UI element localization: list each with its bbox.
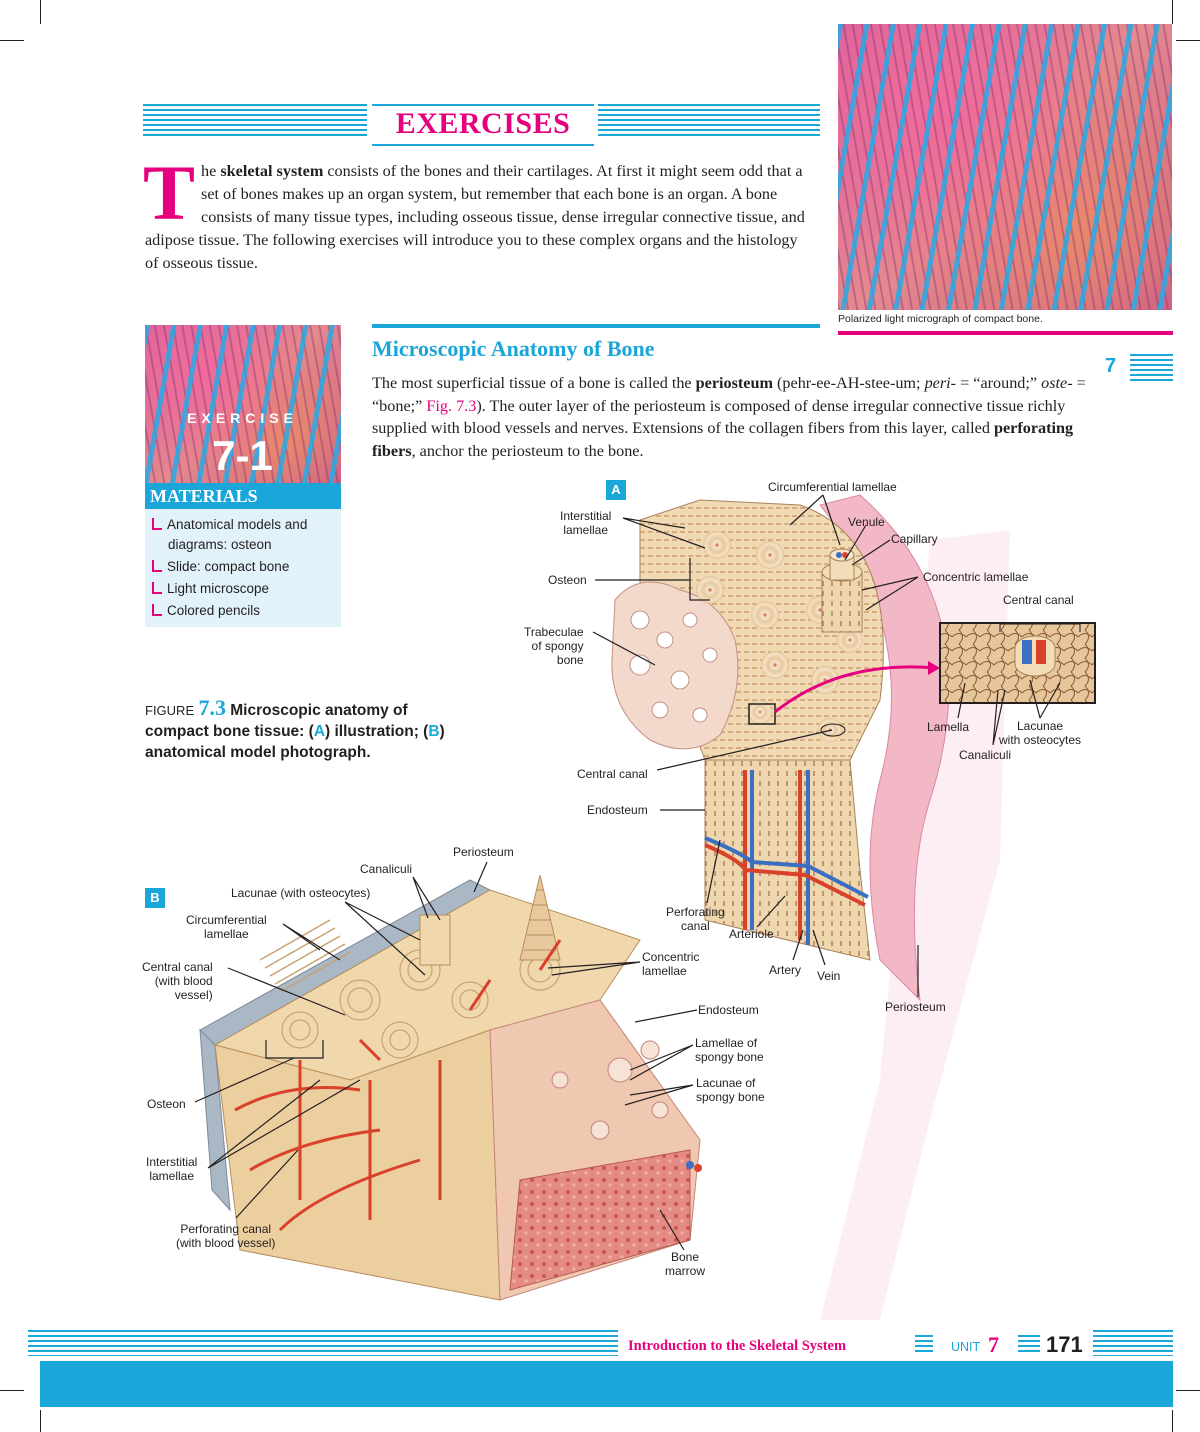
label-lamella: Lamella — [927, 720, 970, 734]
label-concentric-b: Concentric lamellae — [642, 950, 700, 978]
label-periosteum-a: Periosteum — [885, 1000, 946, 1014]
footer-rules-right — [1093, 1330, 1173, 1356]
label-lacunae-spongy: Lacunae of spongy bone — [696, 1076, 765, 1104]
label-trabeculae: Trabeculae of spongy bone — [524, 625, 584, 667]
crop-mark — [1172, 1410, 1173, 1432]
label-interstitial-b: Interstitial lamellae — [146, 1155, 198, 1183]
panel-a-badge: A — [606, 480, 626, 500]
exercise-number: 7-1 — [212, 432, 273, 479]
label-central-canal-b: Central canal (with blood vessel) — [142, 960, 213, 1002]
label-lamellae-spongy: Lamellae of spongy bone — [695, 1036, 764, 1064]
crop-mark — [40, 0, 41, 24]
micrograph-image — [838, 24, 1172, 310]
label-osteon-b: Osteon — [147, 1097, 186, 1111]
page-title: EXERCISES — [372, 104, 594, 146]
checkbox-icon — [152, 604, 162, 616]
micrograph-caption: Polarized light micrograph of compact bo… — [838, 313, 1043, 325]
label-periosteum-b: Periosteum — [453, 845, 514, 859]
materials-item: Light microscope — [152, 579, 269, 599]
checkbox-icon — [152, 560, 162, 572]
panel-b-illustration — [199, 874, 702, 1301]
label-central-canal-inset: Central canal — [1003, 593, 1074, 607]
figure-link[interactable]: Fig. 7.3 — [426, 396, 477, 415]
materials-box — [145, 509, 341, 627]
section-rule — [372, 324, 820, 328]
section-paragraph: The most superficial tissue of a bone is… — [372, 374, 1086, 460]
label-circumferential-lamellae: Circumferential lamellae — [768, 480, 897, 494]
footer-unit-number: 7 — [988, 1332, 999, 1357]
footer-rules-left — [28, 1330, 618, 1356]
materials-item: Colored pencils — [152, 601, 260, 621]
header-rules-left — [143, 104, 367, 137]
label-endosteum-b: Endosteum — [698, 1003, 759, 1017]
crop-mark — [1172, 0, 1173, 24]
label-perforating-b: Perforating canal (with blood vessel) — [176, 1222, 276, 1250]
chapter-tab-rules — [1130, 354, 1173, 384]
label-capillary: Capillary — [891, 532, 938, 546]
chapter-tab-number: 7 — [1105, 355, 1117, 377]
figure-caption: FIGURE 7.3 Microscopic anatomy of compac… — [145, 695, 445, 762]
label-lacunae-osteocytes: Lacunae with osteocytes — [999, 719, 1082, 747]
footer-chapter-title: Introduction to the Skeletal System — [628, 1338, 847, 1354]
footer-rules-mid2 — [1018, 1335, 1040, 1355]
label-interstitial-lamellae: Interstitial lamellae — [560, 509, 612, 537]
label-vein: Vein — [817, 969, 841, 983]
label-venule: Venule — [848, 515, 885, 529]
label-central-canal: Central canal — [577, 767, 648, 781]
label-canaliculi: Canaliculi — [959, 748, 1012, 762]
panel-b-badge: B — [145, 888, 165, 908]
label-osteon: Osteon — [548, 573, 587, 587]
section-title: Microscopic Anatomy of Bone — [372, 336, 655, 361]
label-arteriole: Arteriole — [729, 927, 774, 941]
exercise-label: EXERCISE — [187, 410, 298, 426]
label-concentric-lamellae: Concentric lamellae — [923, 570, 1029, 584]
label-bone-marrow: Bone marrow — [665, 1250, 706, 1278]
exercise-image — [145, 325, 341, 483]
crop-mark — [40, 1410, 41, 1432]
checkbox-icon — [152, 518, 162, 530]
label-artery: Artery — [769, 963, 802, 977]
materials-item: Anatomical models and — [152, 515, 307, 535]
checkbox-icon — [152, 582, 162, 594]
label-endosteum: Endosteum — [587, 803, 648, 817]
crop-mark — [1176, 1390, 1200, 1391]
footer-band — [40, 1361, 1173, 1407]
label-circumferential-b: Circumferential lamellae — [186, 913, 267, 941]
footer-rules-mid — [915, 1335, 933, 1355]
panel-a-illustration — [611, 494, 1096, 1002]
label-canaliculi-b: Canaliculi — [360, 862, 413, 876]
label-lacunae-b: Lacunae (with osteocytes) — [231, 886, 371, 900]
drop-cap: T — [143, 149, 196, 236]
materials-heading: MATERIALS — [145, 483, 341, 509]
crop-mark — [0, 40, 24, 41]
footer-unit-label: UNIT — [951, 1340, 981, 1354]
label-perforating-canal: Perforating canal — [666, 905, 725, 933]
page-number: 171 — [1046, 1332, 1083, 1357]
materials-item: diagrams: osteon — [168, 537, 272, 552]
crop-mark — [0, 1390, 24, 1391]
crop-mark — [1176, 40, 1200, 41]
caption-rule — [838, 331, 1173, 335]
materials-item: Slide: compact bone — [152, 557, 289, 577]
header-rules-right — [598, 104, 820, 137]
